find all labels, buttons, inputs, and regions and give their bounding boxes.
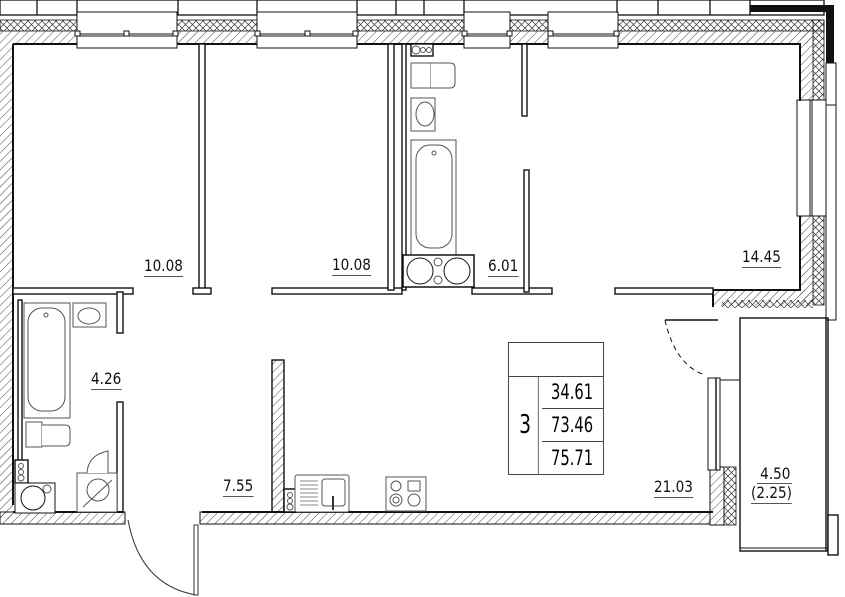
balcony <box>664 317 839 556</box>
room-area-bedroom-1: 10.08 <box>144 256 183 277</box>
total-area-with-balcony: 75.71 <box>551 446 594 470</box>
room-area-bedroom-2: 10.08 <box>332 255 371 276</box>
room-area-bathroom-main: 6.01 <box>488 256 519 277</box>
summary-header <box>509 343 603 377</box>
room-count: 3 <box>512 376 539 474</box>
bathroom-main-fixtures <box>402 43 475 288</box>
exterior-wall-bottom <box>0 466 737 526</box>
room-area-bedroom-3: 14.45 <box>742 247 781 268</box>
corner-facade <box>750 5 834 63</box>
room-area-hallway: 7.55 <box>223 476 254 497</box>
kitchen-fixtures <box>283 474 427 513</box>
area-summary-table: 3 34.61 73.46 75.71 <box>508 342 604 475</box>
room-area-kitchen-living: 21.03 <box>654 477 693 498</box>
window-right <box>796 62 837 321</box>
living-area: 34.61 <box>542 376 603 409</box>
windows-top <box>74 11 620 49</box>
bathroom-small-fixtures <box>14 302 118 514</box>
room-area-balcony: 4.50 (2.25) <box>751 464 792 504</box>
partitions <box>12 43 714 513</box>
room-area-bathroom-small: 4.26 <box>91 369 122 390</box>
total-area: 73.46 <box>542 409 603 442</box>
entrance-door <box>127 519 199 596</box>
